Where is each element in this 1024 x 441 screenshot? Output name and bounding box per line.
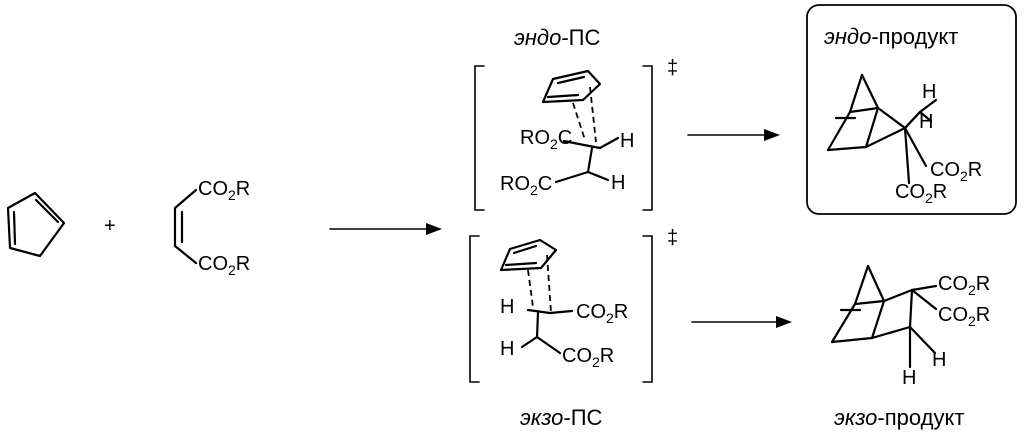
exo-arrow [691,316,792,328]
ester-label: CO2R [930,159,982,184]
hydrogen-label: H [922,81,936,103]
endo-product-structure: H H CO2R CO2R [826,73,982,206]
exo-product-title: экзо-продукт [834,405,964,430]
plus-sign: + [104,215,116,237]
endo-product-box: эндо-продукт H H CO2R CO2R [806,4,1017,215]
endo-product-title: эндо-продукт [824,24,958,49]
reaction-arrow [329,223,442,235]
double-dagger: ‡ [667,57,678,79]
endo-ts-bracket-right [642,65,653,211]
hydrogen-label: H [611,172,625,194]
exo-ts-structure: H CO2R H CO2R [499,238,628,370]
exo-ts-bracket-right [642,235,653,383]
ester-label: CO2R [562,345,614,370]
exo-ts-title: экзо-ПС [520,405,603,430]
exo-product-structure: CO2R CO2R H H [830,264,990,389]
hydrogen-label: H [902,367,916,389]
endo-ts-title: эндо-ПС [514,25,600,50]
hydrogen-label: H [620,130,634,152]
hydrogen-label: H [932,349,946,371]
maleate-diester: CO2R CO2R [173,178,250,278]
endo-arrow [687,129,780,141]
hydrogen-label: H [500,296,514,318]
endo-ts-structure: RO2C H RO2C H [500,69,634,198]
hydrogen-label: H [919,111,933,133]
ester-label: CO2R [198,253,250,278]
ester-label: CO2R [576,301,628,326]
ester-label: CO2R [895,181,947,206]
double-dagger: ‡ [667,227,678,249]
ester-label: RO2C [500,173,552,198]
ester-label: RO2C [520,127,572,152]
exo-ts-bracket-left [469,235,480,383]
hydrogen-label: H [500,338,514,360]
endo-ts-bracket-left [474,65,485,211]
ester-label: CO2R [938,273,990,298]
cyclopentadiene [6,191,66,258]
ester-label: CO2R [198,178,250,203]
ester-label: CO2R [938,304,990,329]
